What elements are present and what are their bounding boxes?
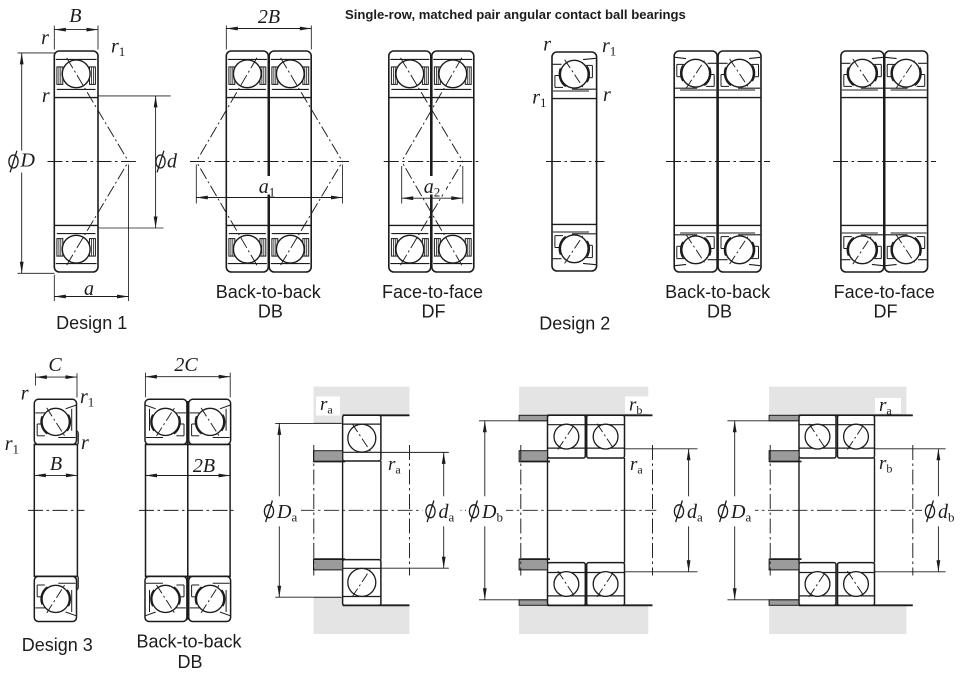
svg-text:r: r [41, 27, 49, 49]
svg-text:d: d [167, 151, 178, 173]
svg-text:a: a [84, 278, 94, 300]
svg-text:DB: DB [258, 302, 283, 322]
svg-text:Design 1: Design 1 [56, 313, 127, 333]
svg-text:B: B [50, 453, 62, 475]
svg-text:DF: DF [874, 302, 898, 322]
svg-text:r: r [21, 383, 29, 405]
svg-text:Face-to-face: Face-to-face [382, 282, 483, 302]
svg-text:Design 2: Design 2 [539, 314, 610, 334]
svg-text:r: r [81, 432, 89, 454]
svg-text:DB: DB [707, 302, 732, 322]
svg-text:2B: 2B [193, 455, 215, 477]
svg-text:D: D [20, 150, 36, 172]
svg-text:r: r [543, 34, 551, 56]
svg-text:Design 3: Design 3 [22, 635, 93, 655]
svg-text:r: r [603, 84, 611, 106]
svg-text:r: r [42, 85, 50, 107]
svg-text:Back-to-back: Back-to-back [136, 632, 242, 652]
svg-text:DF: DF [422, 302, 446, 322]
svg-text:DB: DB [177, 652, 202, 672]
svg-text:B: B [69, 5, 81, 27]
svg-text:Back-to-back: Back-to-back [665, 282, 771, 302]
svg-text:Single-row, matched pair angul: Single-row, matched pair angular contact… [345, 7, 686, 22]
svg-text:Back-to-back: Back-to-back [216, 282, 322, 302]
svg-text:2C: 2C [174, 354, 198, 376]
svg-text:Face-to-face: Face-to-face [834, 282, 935, 302]
svg-text:C: C [48, 354, 62, 376]
svg-text:2B: 2B [258, 6, 280, 28]
